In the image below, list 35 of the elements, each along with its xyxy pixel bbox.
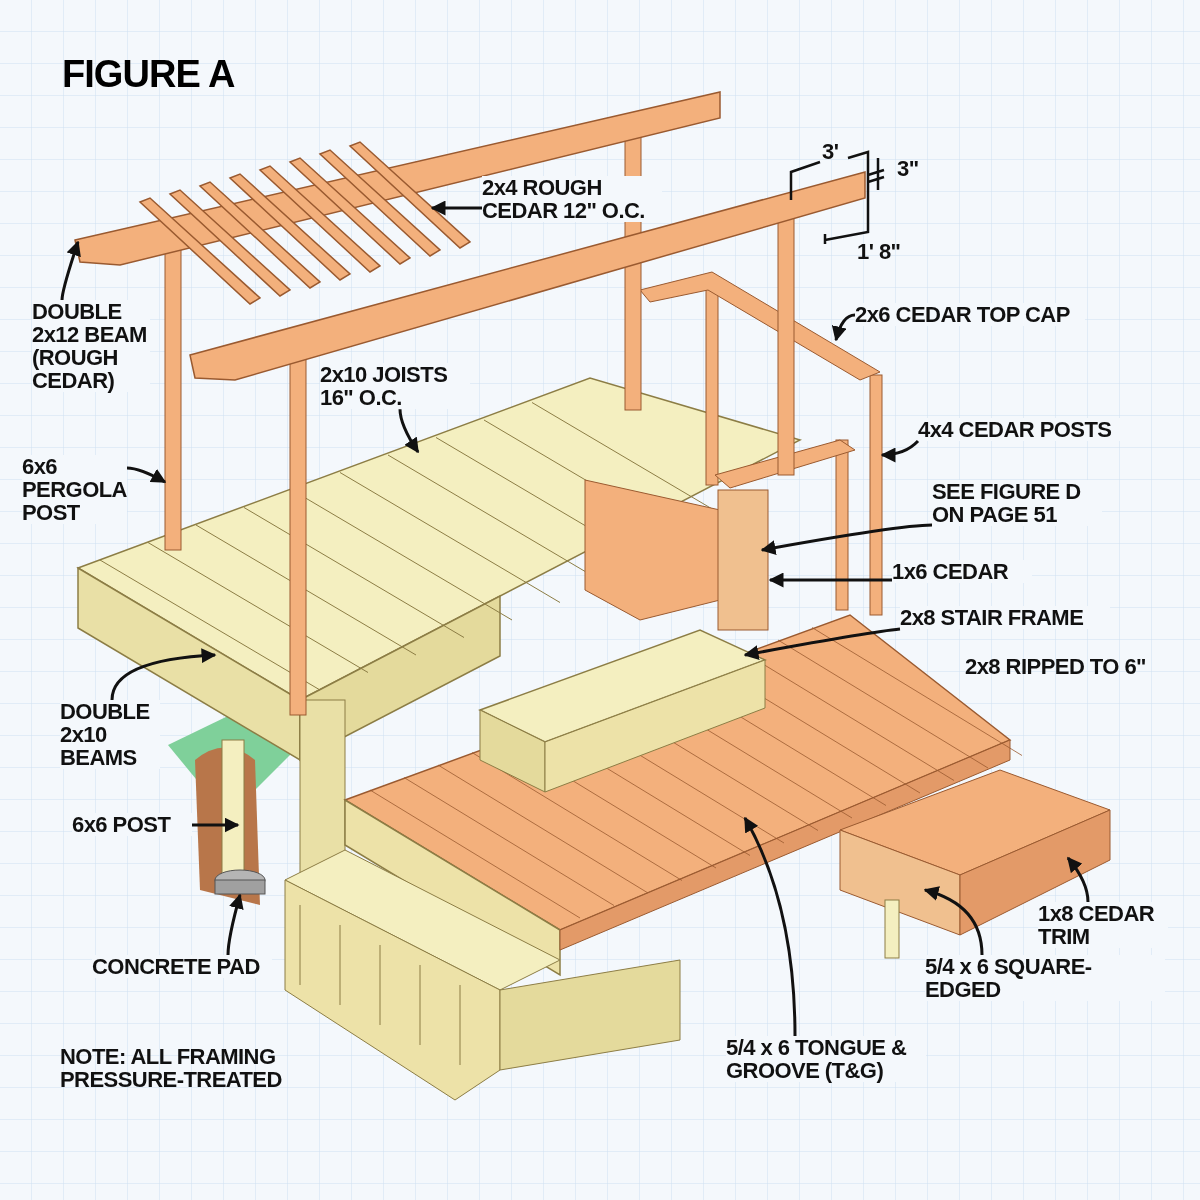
leader-line [760, 523, 933, 555]
note-text: NOTE: ALL FRAMING PRESSURE-TREATED [60, 1045, 283, 1092]
leader-line [743, 627, 901, 660]
leader-line [226, 893, 244, 956]
leader-line [768, 572, 892, 588]
leader-line [126, 466, 167, 484]
callout-label: 2x4 ROUGH CEDAR 12" O.C. [482, 176, 662, 223]
figure-title: FIGURE A [62, 55, 235, 93]
callout-label: 1x6 CEDAR [892, 560, 1032, 584]
note-text: 2x8 RIPPED TO 6" [965, 655, 1147, 679]
leader-line [110, 648, 217, 701]
leader-line [430, 200, 482, 216]
callout-label: DOUBLE 2x10 BEAMS [60, 700, 160, 770]
leader-line [192, 817, 240, 833]
leader-line [743, 816, 797, 1037]
dimension-label: 1' 8" [857, 240, 902, 264]
callout-label: 2x8 STAIR FRAME [900, 606, 1110, 630]
callout-label: 6x6 PERGOLA POST [22, 455, 127, 525]
leader-line [60, 240, 81, 301]
dimension-label: 3" [897, 157, 920, 181]
leader-line [923, 886, 984, 956]
callout-label: 1x8 CEDAR TRIM [1038, 902, 1168, 949]
callout-label: 2x10 JOISTS 16" O.C. [320, 363, 470, 410]
leader-line [880, 440, 920, 463]
callout-label: SEE FIGURE D ON PAGE 51 [932, 480, 1102, 527]
callout-label: 5/4 x 6 SQUARE-EDGED [925, 955, 1165, 1002]
callout-label: 6x6 POST [72, 813, 192, 837]
leader-line [832, 313, 856, 342]
dimension-label: 3' [822, 140, 840, 164]
leader-line [398, 409, 420, 454]
callout-label: 5/4 x 6 TONGUE & GROOVE (T&G) [726, 1036, 926, 1083]
callout-label: 2x6 CEDAR TOP CAP [855, 303, 1085, 327]
callout-label: DOUBLE 2x12 BEAM (ROUGH CEDAR) [32, 300, 150, 393]
leader-line [1066, 856, 1090, 903]
callout-label: CONCRETE PAD [92, 955, 272, 979]
